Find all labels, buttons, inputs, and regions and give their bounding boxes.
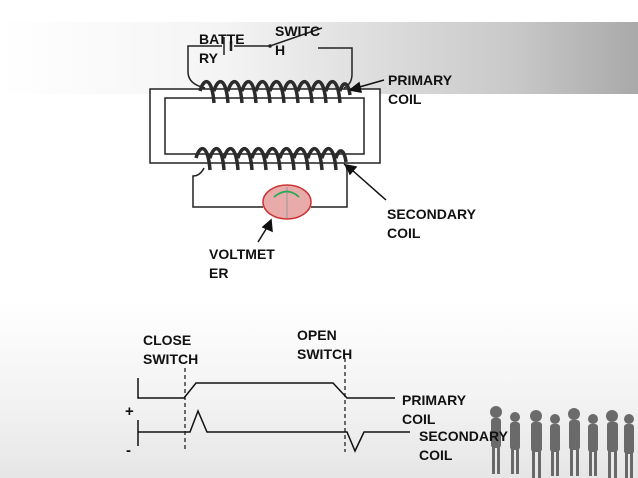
close-switch-label: CLOSE SWITCH bbox=[143, 332, 199, 367]
open-switch-label: OPEN SWITCH bbox=[297, 327, 353, 362]
negative-sign: - bbox=[126, 442, 131, 459]
voltmeter-label: VOLTMET ER bbox=[209, 246, 275, 281]
voltmeter bbox=[262, 184, 312, 220]
label-arrows bbox=[257, 79, 387, 243]
iron-core bbox=[149, 88, 381, 164]
primary-coil bbox=[198, 80, 352, 104]
primary-current-waveform bbox=[137, 378, 395, 399]
battery-label: BATTE RY bbox=[199, 31, 245, 66]
battery-symbol bbox=[223, 37, 233, 55]
primary-coil-label: PRIMARY COIL bbox=[388, 72, 453, 107]
positive-sign: + bbox=[125, 403, 134, 420]
graph-secondary-coil-label: SECONDARY COIL bbox=[419, 428, 508, 463]
secondary-emf-waveform bbox=[137, 409, 410, 453]
switch-label: SWITC H bbox=[275, 23, 321, 58]
graph-primary-coil-label: PRIMARY COIL bbox=[402, 392, 467, 427]
secondary-coil-label: SECONDARY COIL bbox=[387, 206, 476, 241]
switch-symbol bbox=[268, 44, 272, 48]
secondary-coil bbox=[194, 147, 348, 171]
switch-time-markers bbox=[184, 358, 346, 452]
